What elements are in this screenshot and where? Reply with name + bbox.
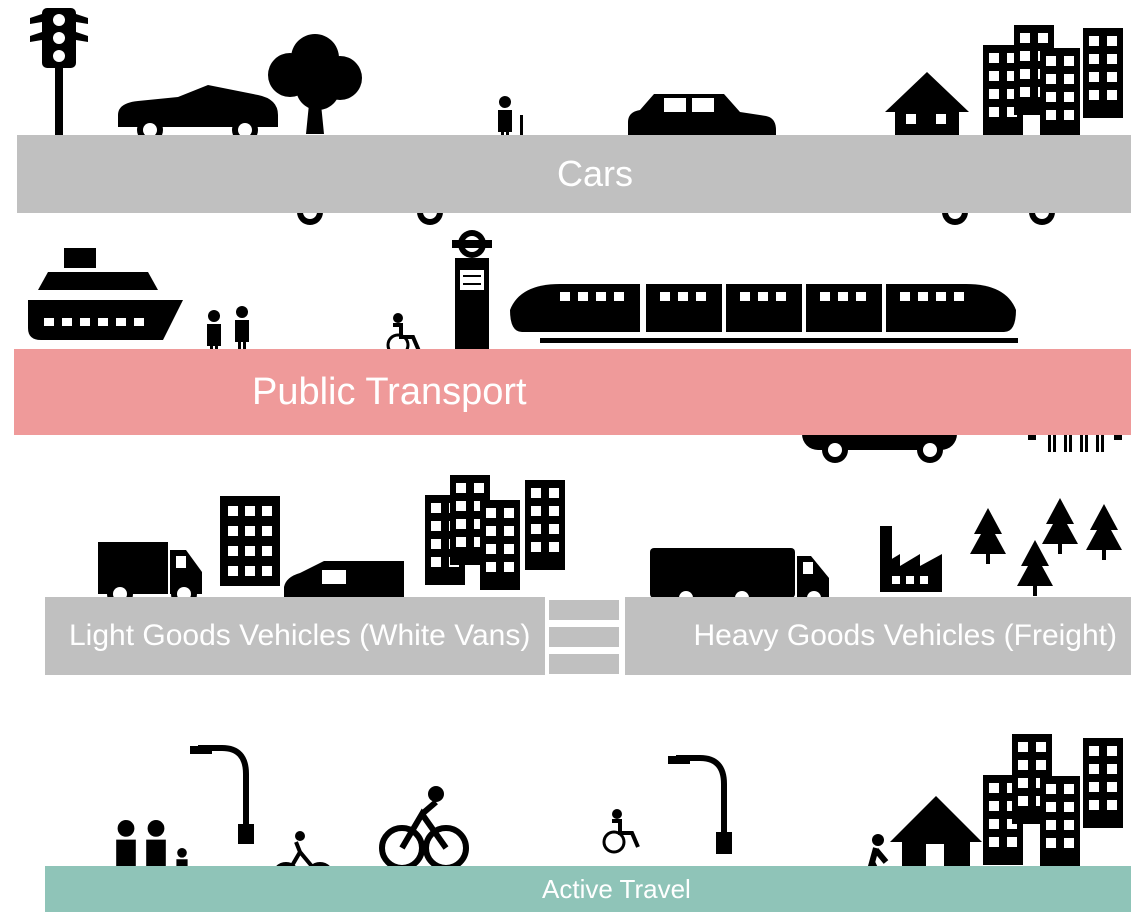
houses-icon [885, 72, 969, 142]
public-transport-band: Public Transport [14, 349, 1131, 435]
heavy-goods-band: Heavy Goods Vehicles (Freight) [625, 597, 1131, 675]
street-lamp-icon-2 [668, 755, 732, 854]
heavy-goods-label: Heavy Goods Vehicles (Freight) [693, 619, 1117, 652]
ferry-icon [28, 248, 183, 340]
elderly-pedestrian-icon [498, 96, 523, 152]
cars-band: Cars [17, 135, 1131, 213]
light-goods-label: Light Goods Vehicles (White Vans) [69, 619, 531, 652]
cyclist-icon-large [379, 786, 469, 871]
lorry-icon [650, 548, 829, 611]
factory-icon [880, 526, 942, 592]
city-buildings-icon [425, 475, 565, 590]
office-buildings-icon-active [983, 734, 1123, 866]
tree-icon [268, 34, 362, 134]
pine-trees-icon [970, 498, 1122, 596]
house-icon [890, 796, 982, 872]
taxi-icon [628, 94, 776, 156]
station-sign-icon [452, 230, 492, 350]
cars-label: Cars [557, 153, 634, 194]
active-travel-label: Active Travel [542, 873, 691, 904]
traffic-light-icon [30, 8, 88, 138]
office-buildings-icon [983, 25, 1123, 138]
public-transport-label: Public Transport [252, 370, 527, 413]
zebra-crossing [549, 600, 619, 674]
apartment-block-icon [220, 496, 280, 586]
small-van-icon [284, 561, 404, 618]
train-icon [510, 284, 1018, 343]
box-van-icon [98, 542, 202, 607]
wheelchair-user-icon-active [602, 809, 640, 854]
light-goods-band: Light Goods Vehicles (White Vans) [45, 597, 545, 675]
convertible-car-icon [118, 85, 278, 143]
active-travel-band: Active Travel [45, 866, 1131, 912]
street-lamp-icon [190, 745, 254, 844]
